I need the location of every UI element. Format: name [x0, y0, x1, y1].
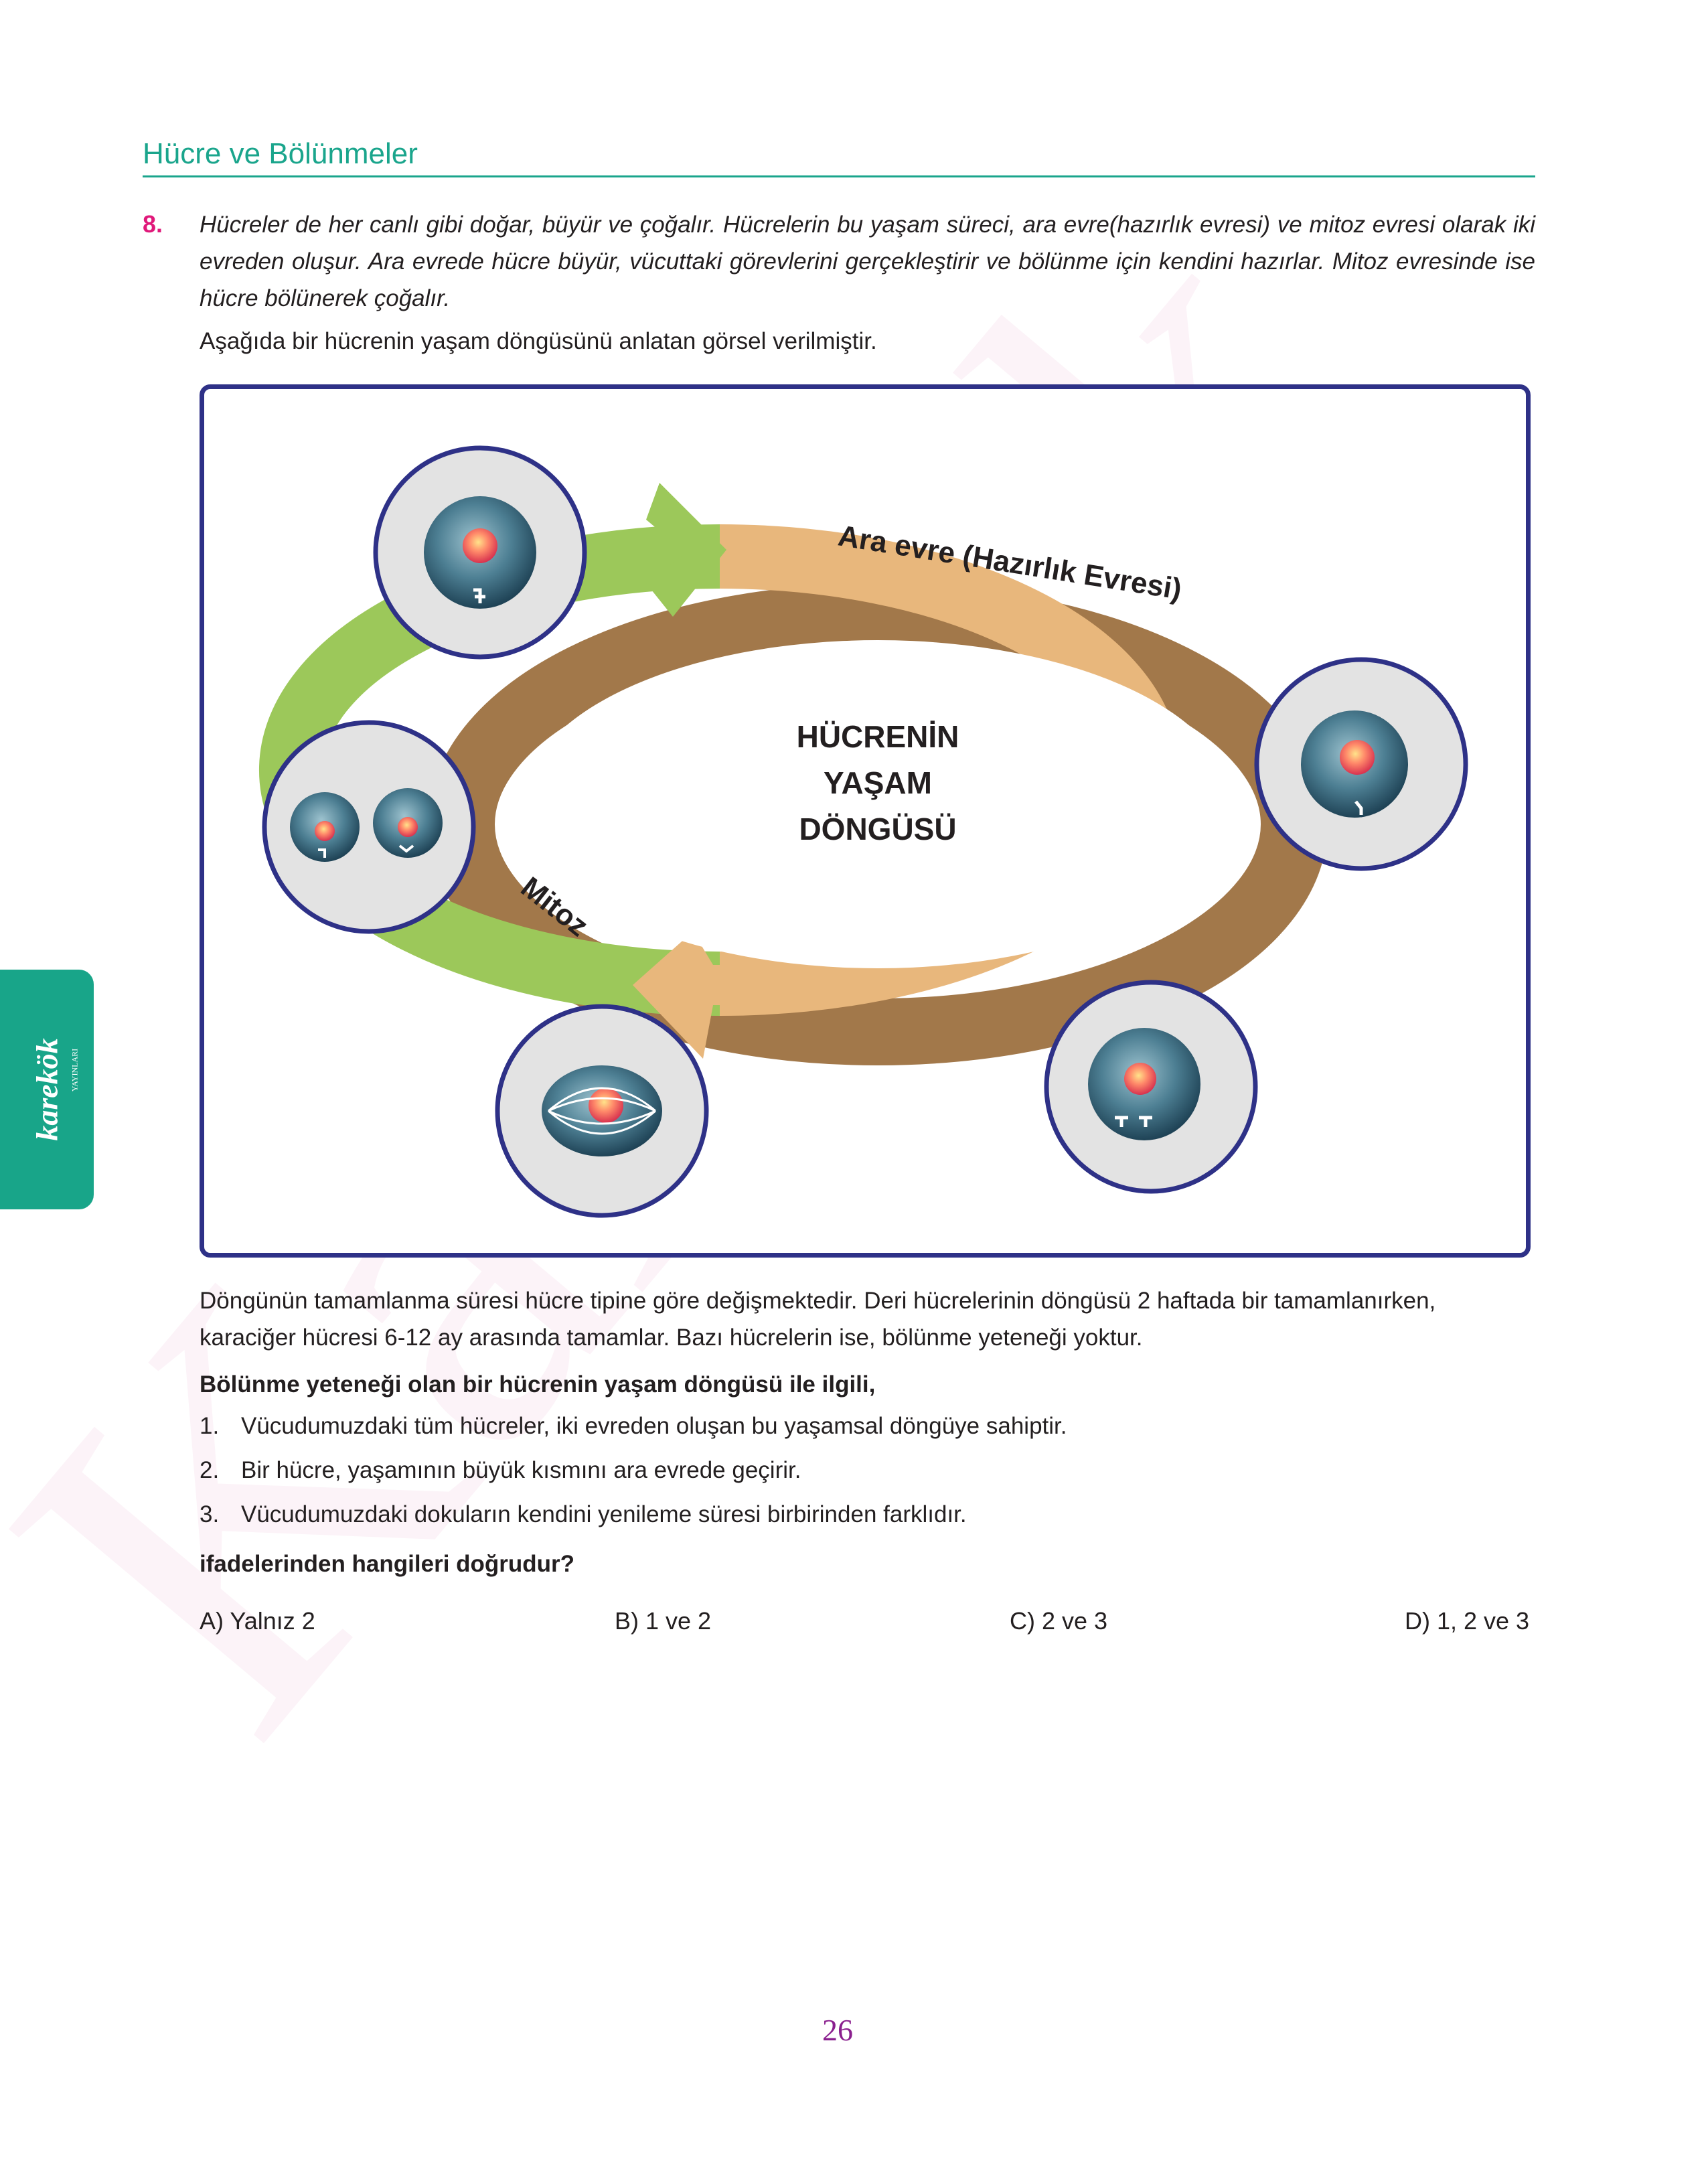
green-arrowhead: [646, 483, 726, 617]
statement-1: 1. Vücudumuzdaki tüm hücreler, iki evrede…: [200, 1413, 1067, 1440]
center-title-line2: YAŞAM: [824, 765, 932, 800]
question-stem: Bölünme yeteneği olan bir hücrenin yaşam…: [200, 1371, 876, 1398]
cell-stage-circle-3: [495, 1004, 709, 1218]
orange-arrowhead: [633, 931, 780, 1059]
statement-2-text: Bir hücre, yaşamının büyük kısmını ara e…: [241, 1457, 801, 1483]
statement-3-number: 3.: [200, 1501, 220, 1527]
cell-stage-circle-2: [262, 720, 476, 934]
option-a[interactable]: A) Yalnız 2: [200, 1607, 315, 1635]
statement-2-number: 2.: [200, 1457, 220, 1483]
publisher-side-tab: karekök YAYINLARI: [0, 970, 94, 1209]
cell-cycle-diagram: Ara evre (Hazırlık Evresi) Mitoz HÜCRENİ…: [258, 445, 1468, 1218]
page-number: 26: [822, 2013, 853, 2047]
publisher-logo-sub: YAYINLARI: [70, 1048, 80, 1092]
option-c[interactable]: C) 2 ve 3: [1010, 1607, 1108, 1635]
cell-stage-circle-1: [373, 445, 587, 660]
publisher-logo: karekök: [29, 1038, 64, 1141]
cell-stage-circle-5: [1254, 657, 1468, 871]
statement-2: 2. Bir hücre, yaşamının büyük kısmını ara…: [200, 1457, 801, 1484]
statement-1-text: Vücudumuzdaki tüm hücreler, iki evreden …: [241, 1413, 1067, 1439]
statement-1-number: 1.: [200, 1413, 220, 1439]
section-title: Hücre ve Bölünmeler: [143, 137, 418, 170]
question-intro: Hücreler de her canlı gibi doğar, büyür …: [200, 212, 1535, 311]
option-b[interactable]: B) 1 ve 2: [615, 1607, 712, 1635]
figure-intro: Aşağıda bir hücrenin yaşam döngüsünü anl…: [200, 328, 877, 354]
statement-3-text: Vücudumuzdaki dokuların kendini yenileme…: [241, 1501, 967, 1527]
center-title-line3: DÖNGÜSÜ: [799, 812, 956, 846]
cell-stage-circle-4: [1044, 980, 1258, 1194]
ring-inner: [523, 640, 1233, 968]
body-paragraph: Döngünün tamamlanma süresi hücre tipine …: [200, 1288, 1436, 1351]
statement-3: 3. Vücudumuzdaki dokuların kendini yenile…: [200, 1501, 967, 1528]
section-divider: [143, 175, 1535, 177]
option-d[interactable]: D) 1, 2 ve 3: [1405, 1607, 1530, 1635]
center-title-line1: HÜCRENİN: [797, 719, 959, 754]
cell-cycle-figure: Ara evre (Hazırlık Evresi) Mitoz HÜCRENİ…: [200, 384, 1531, 1258]
question-number: 8.: [143, 210, 163, 238]
question-text: ifadelerinden hangileri doğrudur?: [200, 1551, 575, 1577]
